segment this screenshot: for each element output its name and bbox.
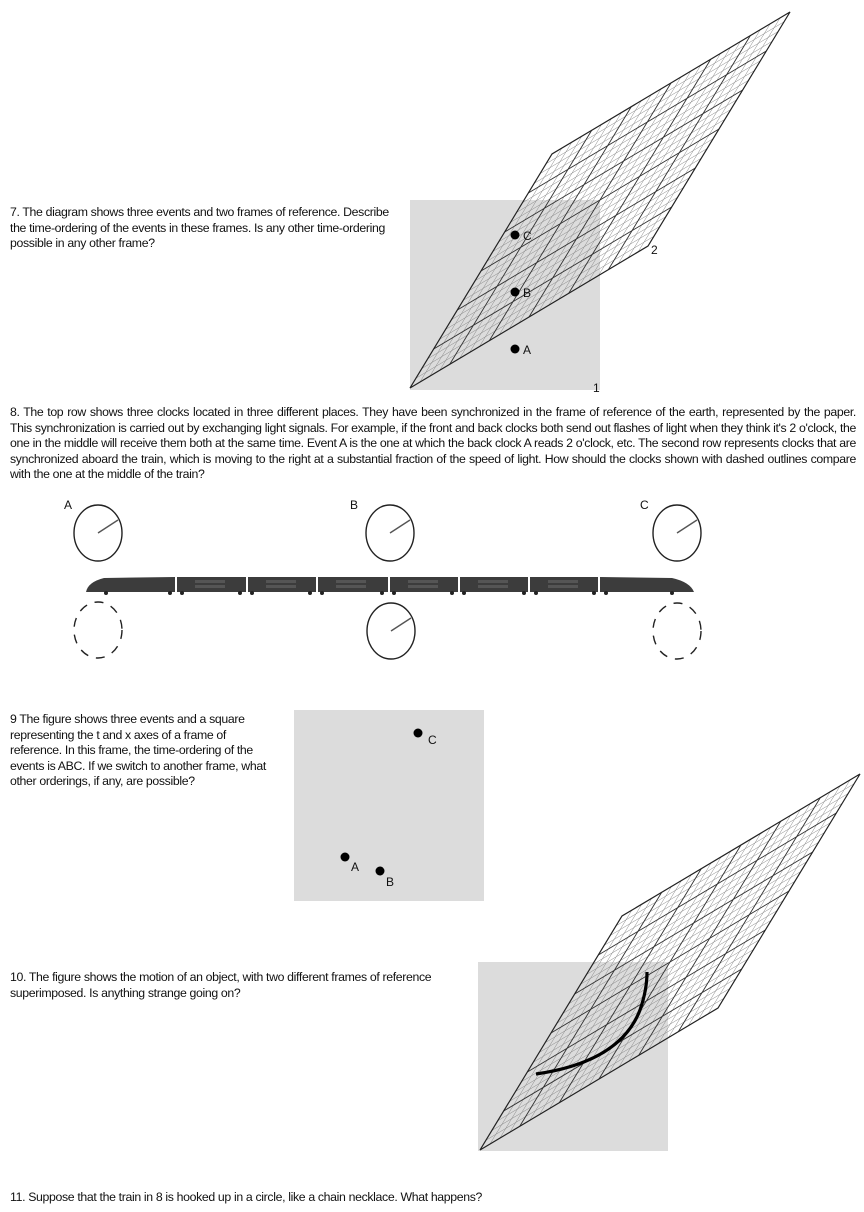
event-c-dot [510, 230, 520, 240]
figure-8-clocks-train: A B C [64, 498, 702, 660]
frame-2-outline [409, 11, 791, 389]
event-a-dot [340, 852, 350, 862]
event-a-label: A [523, 343, 531, 357]
train-wheel [180, 591, 184, 595]
train-clock-rear-dashed [73, 601, 123, 659]
train-wheel [670, 591, 674, 595]
train-wheel [308, 591, 312, 595]
event-b-label: B [523, 286, 531, 300]
clock-c-label: C [640, 498, 649, 512]
problem-9-text: 9 The figure shows three events and a sq… [10, 712, 266, 788]
frame-2-outline [479, 773, 861, 1151]
problem-8-text: 8. The top row shows three clocks locate… [10, 405, 856, 481]
train-window [548, 580, 578, 583]
train-front-car [600, 577, 694, 592]
clock-b [365, 504, 415, 562]
train-wheel [522, 591, 526, 595]
grid-major-line [607, 35, 751, 270]
grid-major-line [568, 59, 712, 294]
event-c-dot [413, 728, 423, 738]
clock-b-hand [389, 519, 411, 534]
grid-major-line [677, 797, 821, 1032]
problem-7-text: 7. The diagram shows three events and tw… [10, 205, 389, 250]
train-window [195, 585, 225, 588]
event-b-dot [375, 866, 385, 876]
train-rear-car [86, 577, 175, 592]
grid-major-line [598, 812, 837, 956]
train-wheel [450, 591, 454, 595]
event-c-label: C [428, 733, 437, 747]
event-b-dot [510, 287, 520, 297]
train-window [408, 580, 438, 583]
figure-10-worldline [478, 773, 861, 1151]
clock-b-label: B [350, 498, 358, 512]
frame-2-grid [479, 773, 861, 1151]
train-window [478, 585, 508, 588]
clock-a-label: A [64, 498, 72, 512]
frame-2-grid [409, 11, 791, 389]
train-wheel [462, 591, 466, 595]
frame-square [294, 710, 484, 901]
train-window [195, 580, 225, 583]
train-wheel [380, 591, 384, 595]
train-wheel [104, 591, 108, 595]
train-car [177, 577, 246, 592]
train-car [248, 577, 316, 592]
train-wheel [534, 591, 538, 595]
train-wheel [592, 591, 596, 595]
train-clock-front-dashed [652, 602, 702, 660]
train-wheel [320, 591, 324, 595]
train-clock-middle-hand [390, 617, 412, 632]
event-a-label: A [351, 860, 359, 874]
clock-a [73, 504, 123, 562]
train-clock-middle [366, 602, 416, 660]
train-car [530, 577, 598, 592]
train-window [408, 585, 438, 588]
clock-c [652, 504, 702, 562]
train-car [318, 577, 388, 592]
train-wheel [392, 591, 396, 595]
train-wheel [250, 591, 254, 595]
clock-c-hand [676, 519, 698, 534]
frame-1-square [478, 962, 668, 1151]
event-b-label: B [386, 875, 394, 889]
event-a-dot [510, 344, 520, 354]
train [86, 577, 694, 595]
train-car [390, 577, 458, 592]
figure-7-spacetime-diagram: C B A 1 2 [409, 11, 791, 395]
grid-major-line [528, 50, 767, 194]
grid-major-line [638, 821, 782, 1056]
problem-11-text: 11. Suppose that the train in 8 is hooke… [10, 1190, 483, 1204]
train-window [336, 580, 366, 583]
train-window [548, 585, 578, 588]
train-wheel [604, 591, 608, 595]
problem-10-text: 10. The figure shows the motion of an ob… [10, 970, 432, 1000]
frame-1-label: 1 [593, 381, 600, 395]
train-car [460, 577, 528, 592]
clock-a-hand [97, 519, 119, 534]
train-window [336, 585, 366, 588]
train-window [266, 585, 296, 588]
figure-9-events: C A B [294, 710, 484, 901]
train-window [266, 580, 296, 583]
event-c-label: C [523, 229, 532, 243]
frame-2-label: 2 [651, 243, 658, 257]
train-window [478, 580, 508, 583]
object-worldline [535, 971, 649, 1076]
train-wheel [238, 591, 242, 595]
train-wheel [168, 591, 172, 595]
